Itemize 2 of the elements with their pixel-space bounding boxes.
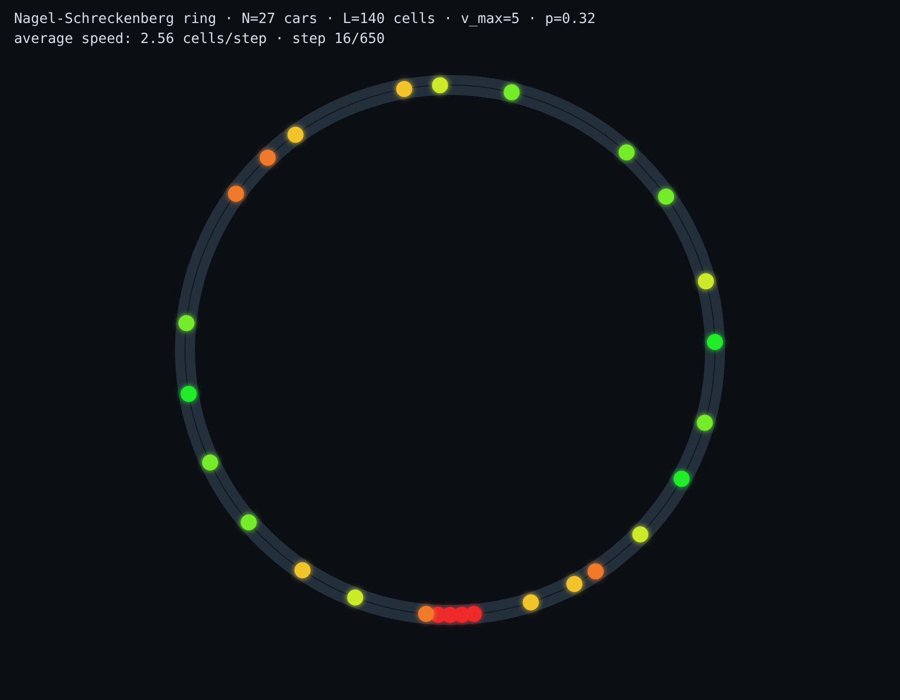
status-text: average speed: 2.56 cells/step · step 16/650 (14, 30, 385, 48)
title-text: Nagel-Schreckenberg ring · N=27 cars · L=140 cells · v_max=5 · p=0.32 (14, 10, 596, 28)
